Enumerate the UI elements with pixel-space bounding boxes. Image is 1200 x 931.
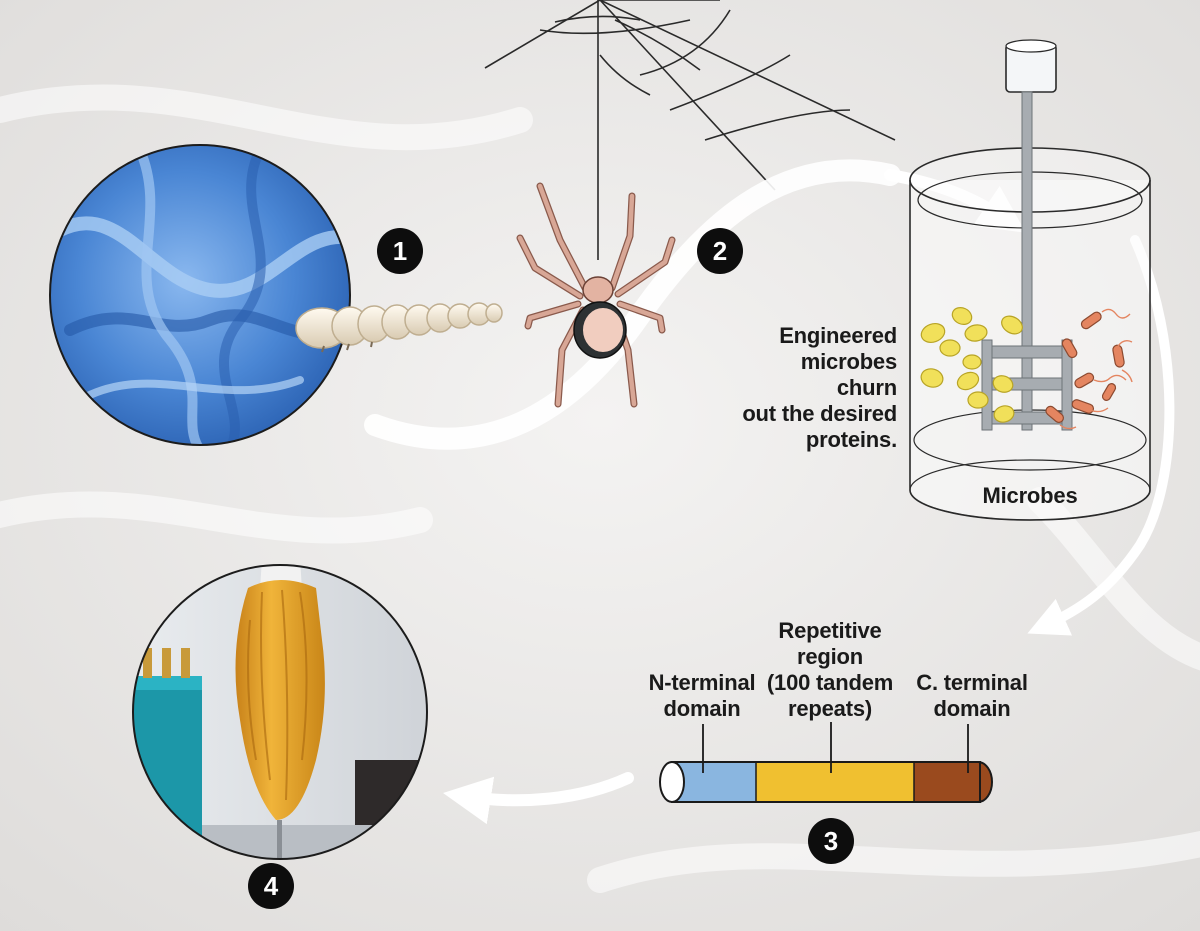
n-terminal-segment [672, 762, 756, 802]
label-line: region [796, 644, 864, 669]
step-1-badge: 1 [377, 228, 423, 274]
arrow-icon [1027, 235, 1175, 636]
microbes-label: Microbes [982, 483, 1078, 508]
label-line: repeats) [788, 696, 872, 721]
c-terminal-cap [978, 762, 992, 802]
protein-diagram [659, 722, 993, 803]
n-terminal-label: N-terminal domain [612, 670, 792, 722]
step-3-badge: 3 [808, 818, 854, 864]
step-4-badge: 4 [248, 863, 294, 909]
microbe-icon [920, 307, 1023, 423]
fabric-folds [0, 84, 1200, 893]
step-2-badge: 2 [697, 228, 743, 274]
caption-line: out the desired [742, 401, 897, 426]
bioreactor-icon [909, 39, 1151, 521]
microbes-caption: Engineered microbes churn out the desire… [735, 323, 897, 453]
caption-line: microbes churn [800, 349, 897, 400]
label-line: domain [663, 696, 741, 721]
label-line: domain [933, 696, 1011, 721]
caption-line: proteins. [805, 427, 897, 452]
arrow-icon [364, 159, 901, 450]
silk-fabric-icon [49, 144, 351, 446]
arrow-icon [443, 772, 634, 825]
c-terminal-segment [914, 762, 980, 802]
caption-line: Engineered [779, 323, 897, 348]
silkworm-icon [295, 302, 503, 353]
c-terminal-label: C. terminal domain [897, 670, 1047, 722]
flow-arrows [364, 159, 1175, 825]
label-line: Repetitive [778, 618, 882, 643]
repetitive-region-label: Repetitive region (100 tandem repeats) [740, 618, 920, 722]
label-line: (100 tandem [766, 670, 894, 695]
label-line: N-terminal [648, 670, 756, 695]
spider-icon [516, 182, 676, 408]
repetitive-segment [756, 762, 914, 802]
microbe-icon [1045, 308, 1133, 430]
spiderweb-icon [484, 0, 896, 260]
label-line: C. terminal [916, 670, 1028, 695]
